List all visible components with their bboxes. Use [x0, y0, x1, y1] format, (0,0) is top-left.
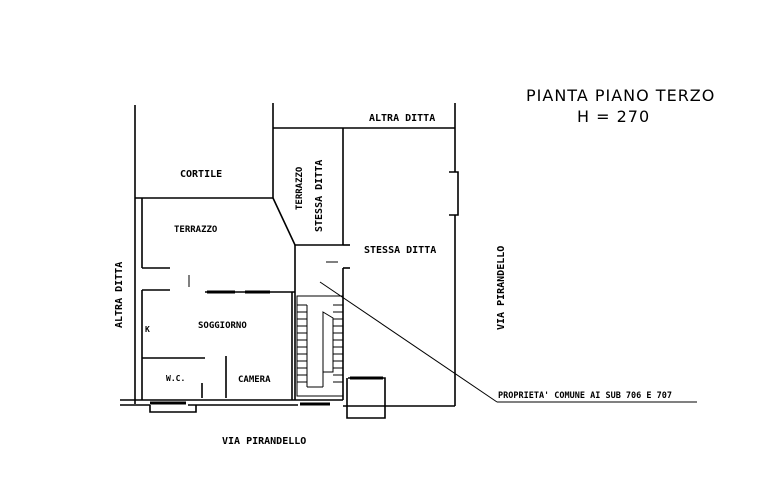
label-camera: CAMERA: [238, 375, 271, 385]
label-altra-ditta-top: ALTRA DITTA: [369, 113, 435, 124]
label-cortile: CORTILE: [180, 169, 222, 180]
label-soggiorno: SOGGIORNO: [198, 321, 247, 331]
plan-height: H = 270: [577, 107, 650, 126]
plan-title: PIANTA PIANO TERZO: [526, 86, 715, 105]
label-altra-ditta-left: ALTRA DITTA: [114, 262, 125, 328]
label-terrazzo: TERRAZZO: [174, 225, 218, 235]
label-wc: W.C.: [166, 374, 185, 383]
staircase: [296, 295, 344, 397]
walls: [120, 103, 459, 419]
label-via-pirandello-bottom: VIA PIRANDELLO: [222, 436, 306, 447]
label-via-pirandello-right: VIA PIRANDELLO: [496, 246, 507, 330]
label-stessa-ditta-terrazzo: STESSA DITTA: [314, 160, 325, 232]
label-stessa-ditta: STESSA DITTA: [364, 245, 436, 256]
label-note: PROPRIETA' COMUNE AI SUB 706 E 707: [498, 391, 672, 401]
label-terrazzo-stessa: TERRAZZO: [295, 166, 305, 210]
leader-line: [319, 281, 498, 403]
label-k: K: [145, 325, 150, 334]
